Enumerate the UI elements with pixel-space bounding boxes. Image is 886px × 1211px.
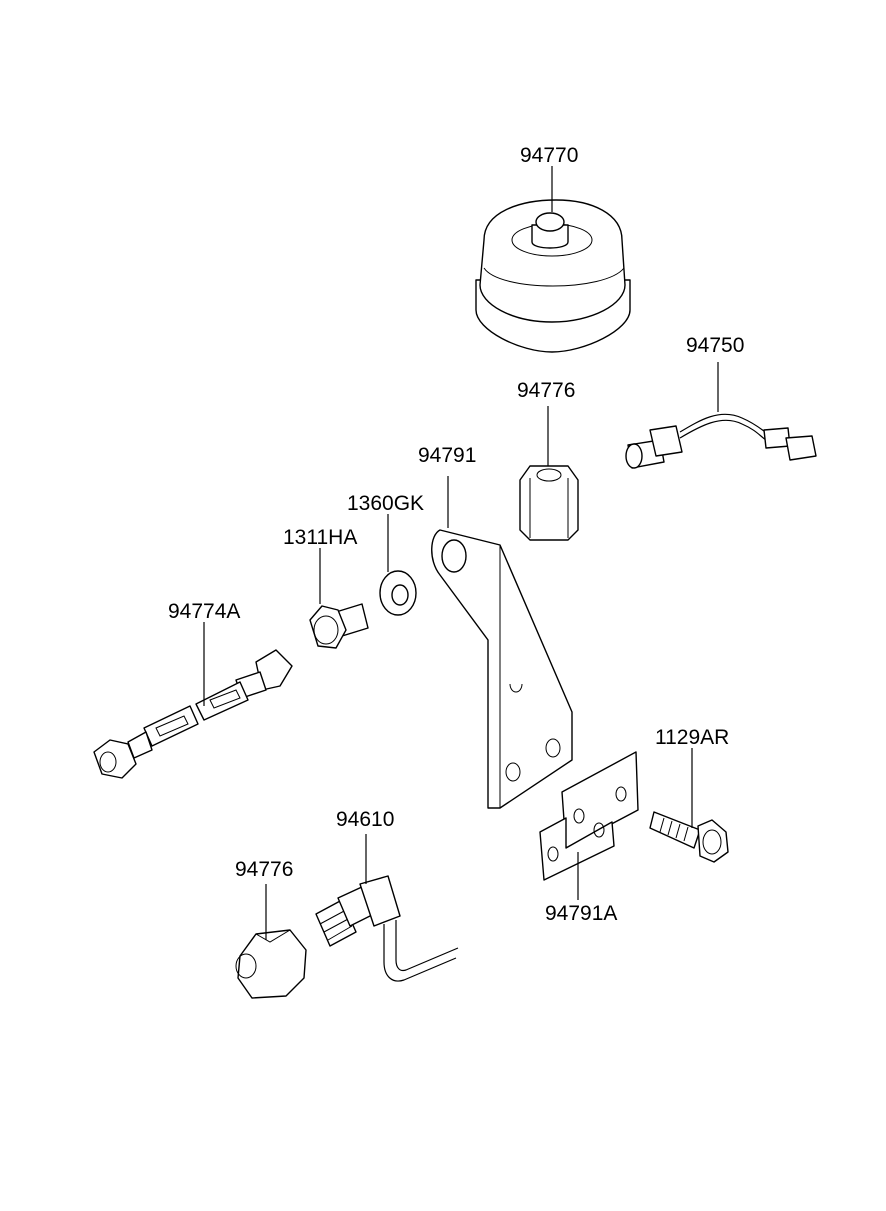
part-94776-hex-nut-lower bbox=[235, 929, 307, 999]
part-1311HA-bolt bbox=[309, 603, 369, 649]
label-94791A: 94791A bbox=[545, 902, 617, 925]
part-94776-hex-nut-upper bbox=[519, 465, 579, 541]
label-1129AR: 1129AR bbox=[655, 726, 729, 749]
label-94776-lower: 94776 bbox=[235, 858, 293, 881]
label-94791: 94791 bbox=[418, 444, 476, 467]
label-94774A: 94774A bbox=[168, 600, 240, 623]
label-94776-upper: 94776 bbox=[517, 379, 575, 402]
part-94750-switch bbox=[625, 413, 817, 469]
part-94774A-hose bbox=[93, 649, 293, 779]
label-1360GK: 1360GK bbox=[347, 492, 424, 515]
part-94770-sensor-cap bbox=[475, 199, 631, 353]
part-94610-sensor bbox=[315, 875, 459, 982]
label-94610: 94610 bbox=[336, 808, 394, 831]
label-94770: 94770 bbox=[520, 144, 578, 167]
part-94791A-bracket bbox=[539, 751, 639, 881]
label-94750: 94750 bbox=[686, 334, 744, 357]
part-1360GK-washer bbox=[379, 570, 417, 616]
part-94791-bracket bbox=[431, 529, 573, 809]
part-1129AR-flange-bolt bbox=[649, 811, 729, 863]
label-1311HA: 1311HA bbox=[283, 526, 357, 549]
